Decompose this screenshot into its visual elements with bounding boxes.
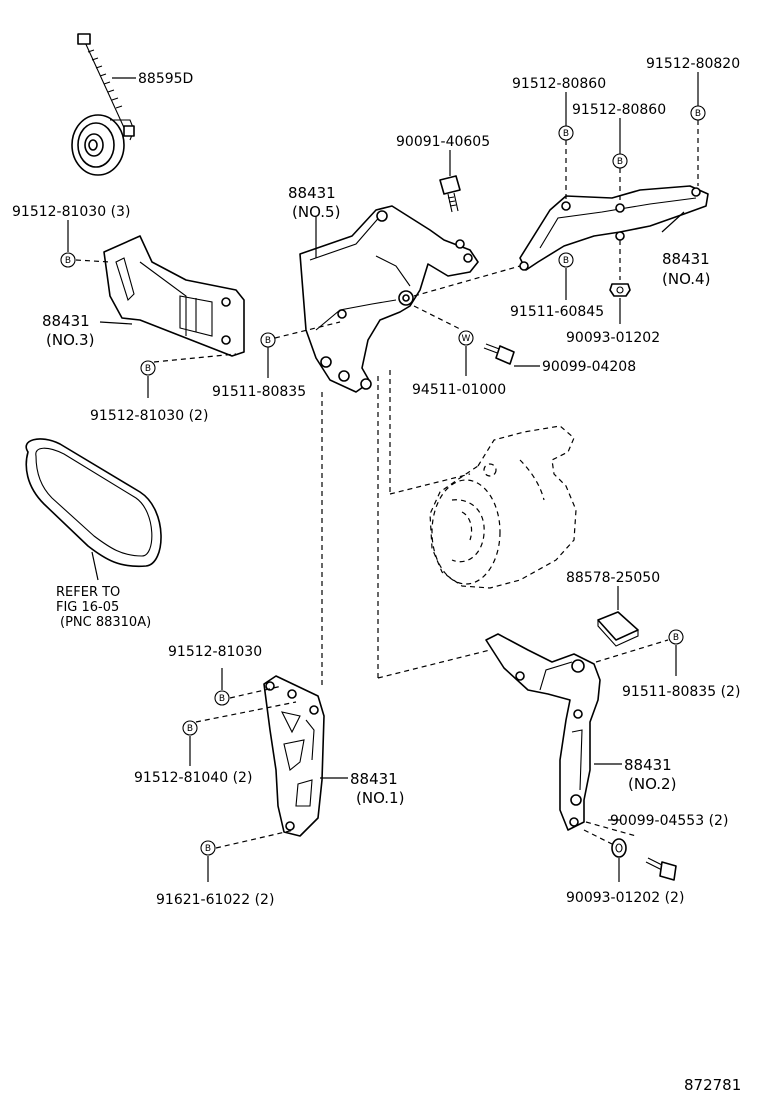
drive-belt xyxy=(25,438,162,568)
svg-text:B: B xyxy=(695,109,701,119)
svg-text:B: B xyxy=(265,336,271,346)
label-90093-01202-2: 90093-01202 (2) xyxy=(566,890,684,906)
bolt-90099-04208 xyxy=(483,343,540,367)
svg-text:B: B xyxy=(65,256,71,266)
badge-b-81030-3: B xyxy=(60,220,111,268)
figure-number: 872781 xyxy=(684,1076,741,1094)
label-no1: (NO.1) xyxy=(356,789,404,807)
svg-text:B: B xyxy=(673,633,679,643)
label-91511-60845: 91511-60845 xyxy=(510,304,604,320)
badge-b-61022-2: B xyxy=(200,829,295,882)
label-91512-81030: 91512-81030 xyxy=(168,644,262,660)
svg-text:B: B xyxy=(563,129,569,139)
label-91512-81040-2: 91512-81040 (2) xyxy=(134,770,252,786)
badge-b-80860-b: B xyxy=(612,118,628,202)
label-88431-no3: 88431 xyxy=(42,312,90,330)
bolt-90099-04553 xyxy=(585,819,677,881)
badge-b-80835-2: B xyxy=(595,629,684,676)
svg-text:B: B xyxy=(145,364,151,374)
badge-b-81030-single: B xyxy=(214,668,283,706)
label-90099-04208: 90099-04208 xyxy=(542,359,636,375)
nut-90093-01202 xyxy=(609,240,631,324)
label-91512-81030-2: 91512-81030 (2) xyxy=(90,408,208,424)
label-91512-80860-a: 91512-80860 xyxy=(512,76,606,92)
badge-w-01000: W xyxy=(413,305,474,376)
label-no2: (NO.2) xyxy=(628,775,676,793)
svg-text:B: B xyxy=(187,724,193,734)
svg-text:B: B xyxy=(563,256,569,266)
nut-90093-01202-2 xyxy=(583,829,627,882)
label-91621-61022-2: 91621-61022 (2) xyxy=(156,892,274,908)
label-fig-16-05: FIG 16-05 xyxy=(56,600,119,615)
label-91512-80820: 91512-80820 xyxy=(646,56,740,72)
badge-b-80835: B xyxy=(260,321,341,378)
bracket-no4 xyxy=(519,185,709,271)
label-refer-to: REFER TO xyxy=(56,585,120,600)
bracket-no1 xyxy=(263,675,325,837)
label-90099-04553-2: 90099-04553 (2) xyxy=(610,813,728,829)
badge-b-80820: B xyxy=(690,72,706,186)
label-no3: (NO.3) xyxy=(46,331,94,349)
label-91511-80835-2: 91511-80835 (2) xyxy=(622,684,740,700)
label-pnc-88310A: (PNC 88310A) xyxy=(60,615,151,630)
label-91512-80860-b: 91512-80860 xyxy=(572,102,666,118)
bracket-no3 xyxy=(103,235,245,357)
bracket-no5 xyxy=(299,205,479,393)
svg-text:W: W xyxy=(462,334,471,344)
badge-b-81030-2: B xyxy=(140,353,237,398)
bolt-90091-40605 xyxy=(439,150,461,213)
label-88431-no4: 88431 xyxy=(662,250,710,268)
label-no5: (NO.5) xyxy=(292,203,340,221)
label-91511-80835: 91511-80835 xyxy=(212,384,306,400)
label-91512-81030-3: 91512-81030 (3) xyxy=(12,204,130,220)
svg-text:B: B xyxy=(617,157,623,167)
badge-b-81040-2: B xyxy=(182,701,297,766)
label-88578-25050: 88578-25050 xyxy=(566,570,660,586)
compressor-outline xyxy=(429,425,577,589)
tensioner-pulley-88595D xyxy=(71,33,135,176)
bracket-no2 xyxy=(485,633,601,831)
label-88431-no1: 88431 xyxy=(350,770,398,788)
label-88595D: 88595D xyxy=(138,71,193,87)
svg-text:B: B xyxy=(219,694,225,704)
badge-b-60845: B xyxy=(558,252,574,300)
pad-88578-25050 xyxy=(597,586,639,647)
label-88431-no2: 88431 xyxy=(624,756,672,774)
svg-text:B: B xyxy=(205,844,211,854)
label-88431-no5: 88431 xyxy=(288,184,336,202)
label-94511-01000: 94511-01000 xyxy=(412,382,506,398)
badge-b-80860-a: B xyxy=(558,92,574,200)
label-90091-40605: 90091-40605 xyxy=(396,134,490,150)
label-90093-01202: 90093-01202 xyxy=(566,330,660,346)
label-no4: (NO.4) xyxy=(662,270,710,288)
